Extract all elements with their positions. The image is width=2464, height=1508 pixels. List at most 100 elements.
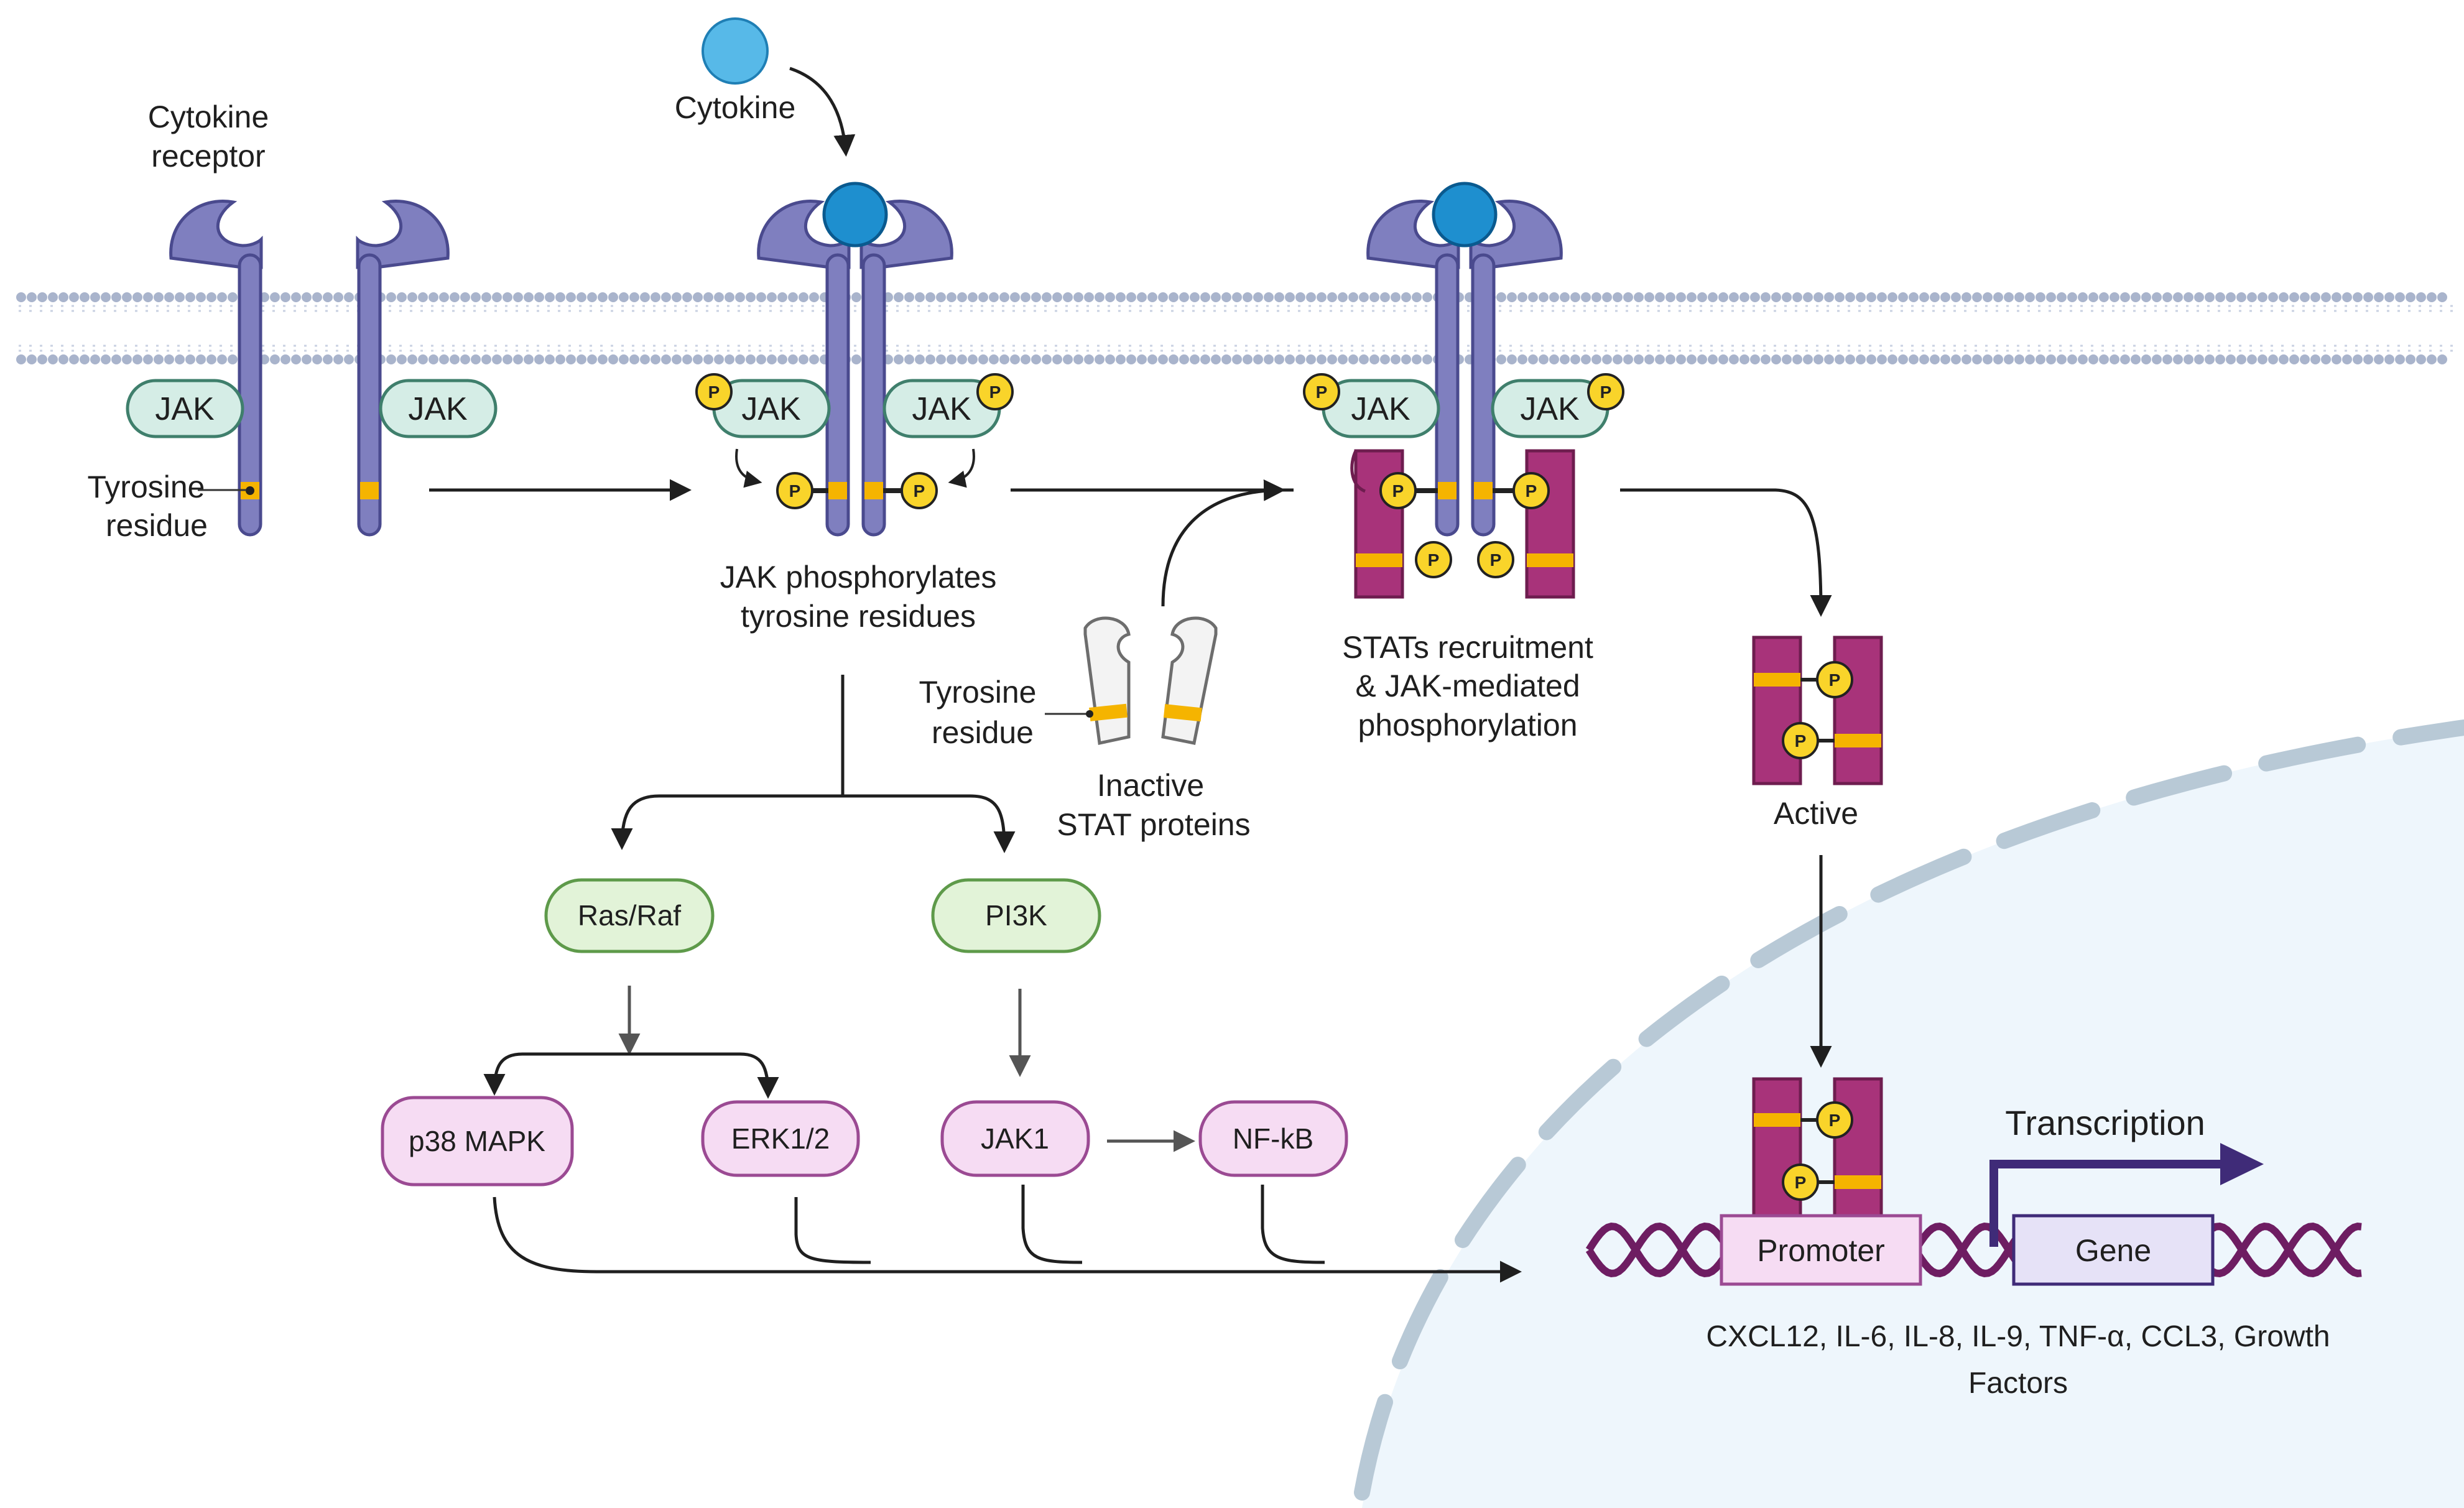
phospholipid-head [1887, 292, 1897, 302]
phospholipid-head [1359, 292, 1369, 302]
phospholipid-head [1983, 292, 1993, 302]
phospholipid-head [1687, 354, 1697, 364]
phospholipid-head [2300, 292, 2310, 302]
phospholipid-head [1792, 354, 1802, 364]
phospholipid-head [1317, 354, 1327, 364]
phospholipid-head [1761, 292, 1771, 302]
phospholipid-head [2184, 354, 2193, 364]
cell-membrane [16, 292, 2453, 364]
dna-strand [1585, 1223, 2362, 1277]
erk-node: ERK1/2 [701, 1100, 860, 1177]
phospholipid-head [1560, 292, 1570, 302]
phospholipid-head [851, 292, 861, 302]
phospholipid-head [2427, 354, 2437, 364]
phospholipid-head [1528, 292, 1538, 302]
phospholipid-head [587, 354, 597, 364]
tyrosine-residue [360, 482, 379, 499]
phospho-label: P [989, 382, 1001, 402]
phospholipid-head [460, 354, 470, 364]
phospholipid-head [2395, 354, 2405, 364]
phospholipid-head [2215, 354, 2225, 364]
phospholipid-head [185, 292, 195, 302]
phospholipid-head [2131, 354, 2141, 364]
phospholipid-head [16, 292, 26, 302]
phospholipid-head [904, 292, 914, 302]
phospholipid-head [1126, 354, 1136, 364]
cytokine-receptor-label: receptor [151, 139, 265, 173]
phospholipid-head [428, 292, 438, 302]
phospholipid-head [333, 292, 343, 302]
tyrosine-label: Tyrosine [88, 470, 205, 504]
phospholipid-head [1274, 292, 1284, 302]
phospho-group-icon [776, 472, 813, 509]
phospholipid-head [809, 354, 819, 364]
phospholipid-head [2363, 354, 2373, 364]
phospholipid-head [2173, 354, 2183, 364]
jak1-node: JAK1 [940, 1100, 1090, 1177]
phospholipid-head [80, 354, 90, 364]
nucleus [1354, 719, 2464, 1508]
phospholipid-head [2057, 292, 2067, 302]
phospholipid-head [1813, 354, 1823, 364]
phospholipid-head [978, 354, 988, 364]
phospholipid-head [577, 292, 586, 302]
phospholipid-head [799, 354, 808, 364]
phospholipid-head [175, 354, 185, 364]
inactive-stat-label: Inactive [1097, 768, 1204, 803]
phospholipid-head [2384, 292, 2394, 302]
pi3k-node: PI3K [931, 878, 1101, 953]
phospholipid-head [1898, 292, 1908, 302]
phospholipid-head [2226, 292, 2236, 302]
phospholipid-head [989, 354, 999, 364]
phospholipid-head [1232, 292, 1242, 302]
phospholipid-head [270, 292, 280, 302]
phospho-label: P [789, 481, 801, 501]
ras-to-p38-arrow [483, 1052, 629, 1096]
phospho-label: P [1392, 481, 1404, 501]
phospholipid-head [1306, 292, 1316, 302]
jak1-join-line [1021, 1185, 1083, 1264]
phospholipid-head [746, 292, 756, 302]
phospholipid-head [1369, 354, 1379, 364]
phospholipid-head [1306, 354, 1316, 364]
phospholipid-head [725, 292, 734, 302]
phospholipid-head [1169, 354, 1179, 364]
phospholipid-head [1401, 292, 1411, 302]
phospholipid-head [2088, 292, 2098, 302]
phospholipid-head [1317, 292, 1327, 302]
phospholipid-head [1031, 354, 1041, 364]
phospholipid-head [1253, 292, 1263, 302]
phospholipid-head [1116, 292, 1126, 302]
phospholipid-head [788, 354, 798, 364]
phospholipid-head [428, 354, 438, 364]
phospholipid-head [555, 292, 565, 302]
phospholipid-head [735, 354, 745, 364]
phospholipid-head [2226, 354, 2236, 364]
phospholipid-head [629, 292, 639, 302]
phospholipid-head [682, 354, 692, 364]
phospholipid-head [947, 354, 956, 364]
phospholipid-head [1179, 354, 1189, 364]
phospholipid-head [344, 354, 354, 364]
phospholipid-head [1602, 292, 1612, 302]
phospholipid-head [1042, 292, 1052, 302]
phospholipid-head [1221, 292, 1231, 302]
phospholipid-head [1158, 292, 1168, 302]
phospholipid-head [323, 354, 333, 364]
pi3k-label: PI3K [985, 899, 1047, 932]
phospholipid-head [1528, 354, 1538, 364]
phospholipid-head [608, 292, 618, 302]
phospholipid-head [1338, 292, 1348, 302]
phospholipid-head [1782, 354, 1792, 364]
phospholipid-head [111, 354, 121, 364]
phospholipid-head [2110, 292, 2119, 302]
phospholipid-head [1507, 292, 1517, 302]
cytokine-receptor-label: Cytokine [148, 99, 269, 134]
phospholipid-head [957, 292, 967, 302]
phospholipid-head [1729, 292, 1739, 302]
phospholipid-head [714, 292, 724, 302]
phospholipid-head [1264, 354, 1274, 364]
cytokine-binding-arrow [789, 67, 856, 157]
phospholipid-head [947, 292, 956, 302]
